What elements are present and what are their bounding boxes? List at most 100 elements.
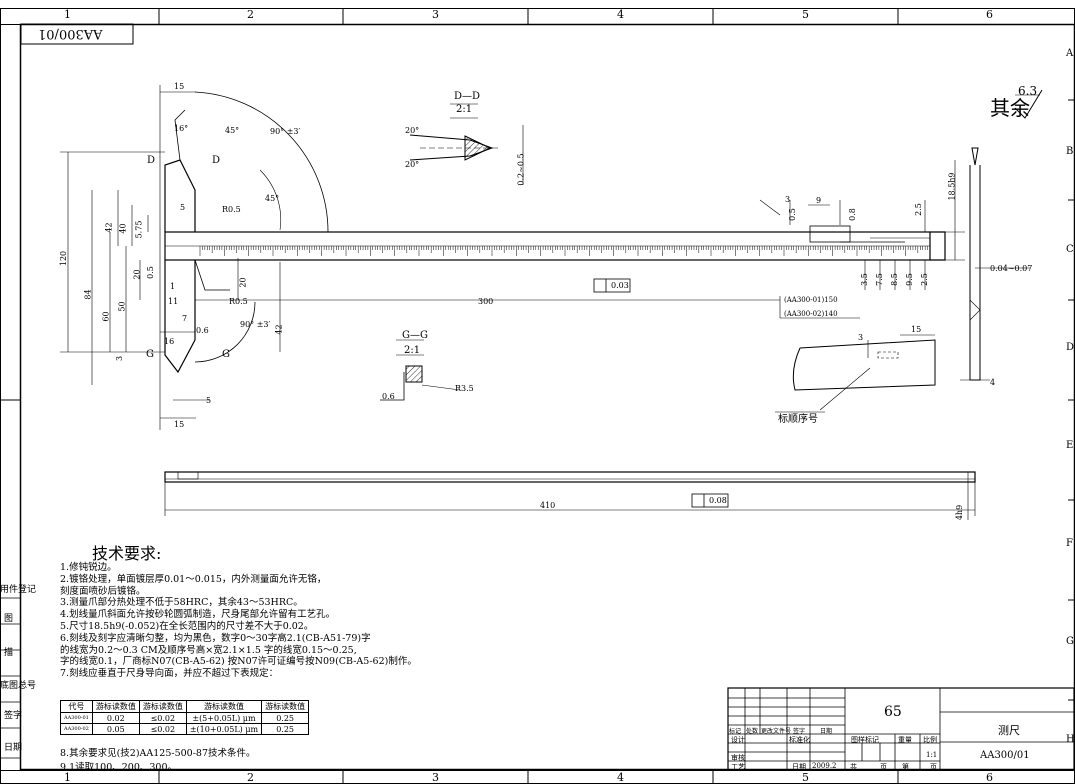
section-gg-label: G—G [402,330,428,341]
dim-140: (AA300-02)140 [784,310,838,318]
margin-label-3: 描 [4,648,14,658]
roughness-prefix: 其余 [990,96,1030,120]
dim-1: 1 [170,282,176,291]
col-label-3: 3 [432,8,439,21]
dims-right [195,160,965,319]
row-label-a: A [1066,48,1074,59]
drawing-number: AA300/01 [980,750,1030,761]
tb-sheet-page: 页 [930,763,937,771]
tb-weight: 重量 [898,736,912,744]
margin-label-4: 底图总号 [0,681,37,691]
dim-15-top: 15 [174,82,185,91]
flatness-008-value: 0.08 [709,496,727,505]
col-label-1: 1 [64,8,71,21]
dim-5-75: 5.75 [134,220,144,239]
section-dd-scale: 2:1 [456,104,473,115]
tb-total: 共 [850,763,857,771]
dim-3-top: 3 [785,195,791,204]
table-cell: ≤0.02 [138,712,187,724]
dim-120: 120 [59,250,69,267]
col-label-5-bottom: 5 [802,771,809,784]
dim-60: 60 [101,311,111,322]
label-d-right: D [212,155,221,166]
tech-line-8: 的线宽为0.2～0.3 CM及顺序号高×宽2.1×1.5 字的线宽0.15～0.… [60,644,357,656]
table-header: 游标读数值 [261,700,310,713]
margin-label-5: 签字 [4,711,23,721]
section-gg-scale: 2:1 [404,345,421,356]
dim-9-5: 9.5 [904,273,914,286]
label-d-left: D [147,155,156,166]
margin-label-2: 图 [4,614,14,624]
col-label-4: 4 [617,8,624,21]
tb-ratio: 比例 [923,736,937,744]
tech-line-6: 5.尺寸18.5h9(-0.052)在全长范围内的尺寸差不大于0.02。 [60,620,314,632]
col-label-4-bottom: 4 [617,771,624,784]
flatness-frame-008 [691,493,729,508]
flatness-frame-003 [593,278,631,293]
dim-r0-5b: R0.5 [229,297,248,306]
tech-line-10: 7.刻线应垂直于尺身导向面，并应不超过下表规定： [60,668,279,680]
table-cell: ±(10+0.05L) μm [185,723,263,735]
dim-0-2: 0.2~0.5 [516,153,526,186]
dim-20: 20 [132,269,142,280]
dim-45-a: 45° [225,126,240,135]
dim-0-5: 0.5 [145,266,155,279]
dim-9: 9 [816,196,822,205]
dim-3-detail: 3 [858,333,864,342]
tech-requirements-title: 技术要求: [92,544,162,563]
col-label-2-bottom: 2 [247,771,254,784]
dim-0-5b: 0.5 [787,208,797,221]
dim-18-5: 18.5h9 [947,172,957,201]
dim-20deg-b: 20° [405,160,420,169]
dim-r3-5: R3.5 [455,384,474,393]
flatness-003-value: 0.03 [611,281,629,290]
section-gg [380,339,461,401]
table-header: 代号 [60,700,93,713]
lower-jaw [164,260,196,374]
dim-42b: 42 [274,324,284,335]
dim-300: 300 [478,297,494,306]
dim-8-5: 8.5 [889,273,899,286]
tech-line-4: 3.测量爪部分热处理不低于58HRC，其余43～53HRC。 [60,597,303,609]
arc-90-lower [194,301,256,363]
table-row: AA300-02 0.05 ≤0.02 ±(10+0.05L) μm 0.25 [60,723,310,735]
dim-2-5: 2.5 [913,203,923,216]
dim-40: 40 [118,223,128,234]
table-cell: ±(5+0.05L) μm [185,712,263,724]
tb-header-sign: 签字 [793,728,806,735]
tb-row-review: 审核 [731,754,745,762]
col-label-6-bottom: 6 [986,771,993,784]
dim-84: 84 [83,289,93,300]
dim-0-6: 0.6 [196,326,209,335]
detail-scale-number [775,334,936,413]
table-cell: 0.25 [261,712,310,724]
dim-50: 50 [117,301,127,312]
tb-ratio-value: 1:1 [926,751,938,759]
dim-150: (AA300-01)150 [784,296,838,304]
tech-requirements-list: 1.修钝锐边。 2.镀铬处理，单面镀层厚0.01～0.015，内外测量面允许无铬… [60,562,660,680]
dim-20b: 20 [238,277,248,288]
table-cell: 0.02 [91,712,140,724]
left-margin-boxes [0,597,20,759]
dim-2-5b: 2.5 [919,273,929,286]
dim-7: 7 [182,314,188,323]
section-dd-label: D—D [454,91,481,102]
tolerance-table: 代号 游标读数值 游标读数值 游标读数值 游标读数值 AA300-01 0.02… [60,700,310,735]
table-header: 游标读数值 [138,700,187,713]
frame-column-ticks [158,8,899,784]
tb-standardize: 标准化 [789,736,810,744]
tech-line-2: 2.镀铬处理，单面镀层厚0.01～0.015，内外测量面允许无铬， [60,573,327,585]
roughness-mark [1014,89,1043,119]
col-label-3-bottom: 3 [432,771,439,784]
title-block [727,687,1075,771]
drawing-code-box [20,23,134,45]
tb-date-label: 日期 [792,763,806,771]
dim-410: 410 [540,501,556,510]
col-label-5: 5 [802,8,809,21]
table-cell: 0.25 [261,723,310,735]
dim-0-8: 0.8 [847,208,857,221]
tb-sheet: 第 [902,763,909,771]
margin-label-1: 用件登记 [0,585,37,595]
section-dd [409,103,524,185]
row-label-f: F [1066,538,1073,549]
